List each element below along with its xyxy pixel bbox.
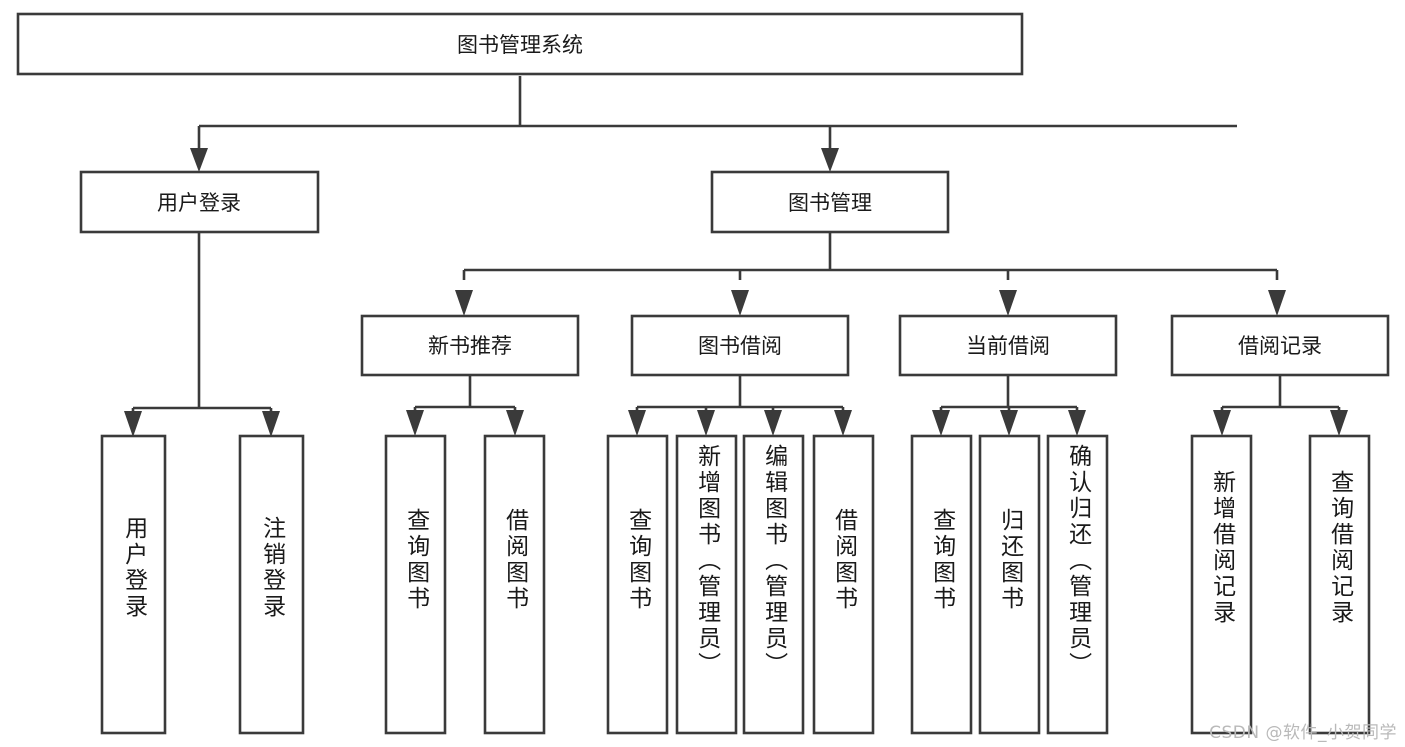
arrow-bookmgmt-to-new-book — [455, 290, 473, 316]
node-borrow-record[interactable]: 借阅记录 — [1170, 314, 1390, 377]
node-root[interactable]: 图书管理系统 — [16, 12, 1024, 76]
arrow-bookmgmt-to-borrow — [731, 290, 749, 316]
node-new-book-recommend[interactable]: 新书推荐 — [360, 314, 580, 377]
node-new-book-recommend-label: 新书推荐 — [428, 334, 512, 358]
node-current-borrow[interactable]: 当前借阅 — [898, 314, 1118, 377]
connector-layer — [124, 76, 1348, 437]
arrow-record-leaf-2 — [1330, 410, 1348, 436]
node-user-login-label: 用户登录 — [157, 191, 241, 215]
node-user-login[interactable]: 用户登录 — [79, 170, 320, 234]
node-book-management-box[interactable] — [710, 170, 950, 234]
arrow-borrow-leaf-1 — [628, 410, 646, 436]
node-borrow-record-box[interactable] — [1170, 314, 1390, 377]
arrow-userlogin-leaf-2 — [262, 411, 280, 437]
csdn-watermark: CSDN @软件_小贺同学 — [1209, 723, 1397, 743]
arrow-current-leaf-2 — [1000, 410, 1018, 436]
leaf-box-user-login-1[interactable] — [100, 434, 167, 735]
node-book-borrow-box[interactable] — [630, 314, 850, 377]
leaf-box-new-book-1[interactable] — [384, 434, 447, 735]
arrow-newbook-leaf-1 — [406, 410, 424, 436]
arrow-root-to-user-login — [190, 148, 208, 172]
leaf-box-borrow-2[interactable] — [675, 434, 738, 735]
leaf-box-new-book-2[interactable] — [483, 434, 546, 735]
leaf-box-current-2[interactable] — [978, 434, 1041, 735]
arrow-bookmgmt-to-current — [999, 290, 1017, 316]
arrow-current-leaf-3 — [1068, 410, 1086, 436]
arrow-newbook-leaf-2 — [506, 410, 524, 436]
leaf-box-user-login-2[interactable] — [238, 434, 305, 735]
node-book-management-label: 图书管理 — [788, 191, 872, 215]
leaf-box-borrow-3[interactable] — [742, 434, 805, 735]
leaf-box-record-2[interactable] — [1308, 434, 1371, 735]
node-root-label: 图书管理系统 — [457, 33, 583, 57]
node-current-borrow-box[interactable] — [898, 314, 1118, 377]
leaf-box-current-1[interactable] — [910, 434, 973, 735]
node-book-borrow[interactable]: 图书借阅 — [630, 314, 850, 377]
leaf-box-layer — [100, 434, 1371, 735]
arrow-borrow-leaf-2 — [697, 410, 715, 436]
node-borrow-record-label: 借阅记录 — [1238, 334, 1322, 358]
node-user-login-box[interactable] — [79, 170, 320, 234]
arrow-root-to-book-mgmt — [821, 148, 839, 172]
arrow-borrow-leaf-3 — [764, 410, 782, 436]
leaf-box-borrow-4[interactable] — [812, 434, 875, 735]
arrow-borrow-leaf-4 — [834, 410, 852, 436]
arrow-current-leaf-1 — [932, 410, 950, 436]
arrow-bookmgmt-to-record — [1268, 290, 1286, 316]
leaf-box-current-3[interactable] — [1046, 434, 1109, 735]
arrow-userlogin-leaf-1 — [124, 411, 142, 437]
leaf-box-record-1[interactable] — [1190, 434, 1253, 735]
leaf-box-borrow-1[interactable] — [606, 434, 669, 735]
node-book-management[interactable]: 图书管理 — [710, 170, 950, 234]
node-book-borrow-label: 图书借阅 — [698, 334, 782, 358]
arrow-record-leaf-1 — [1213, 410, 1231, 436]
node-current-borrow-label: 当前借阅 — [966, 334, 1050, 358]
node-new-book-recommend-box[interactable] — [360, 314, 580, 377]
node-root-box[interactable] — [16, 12, 1024, 76]
